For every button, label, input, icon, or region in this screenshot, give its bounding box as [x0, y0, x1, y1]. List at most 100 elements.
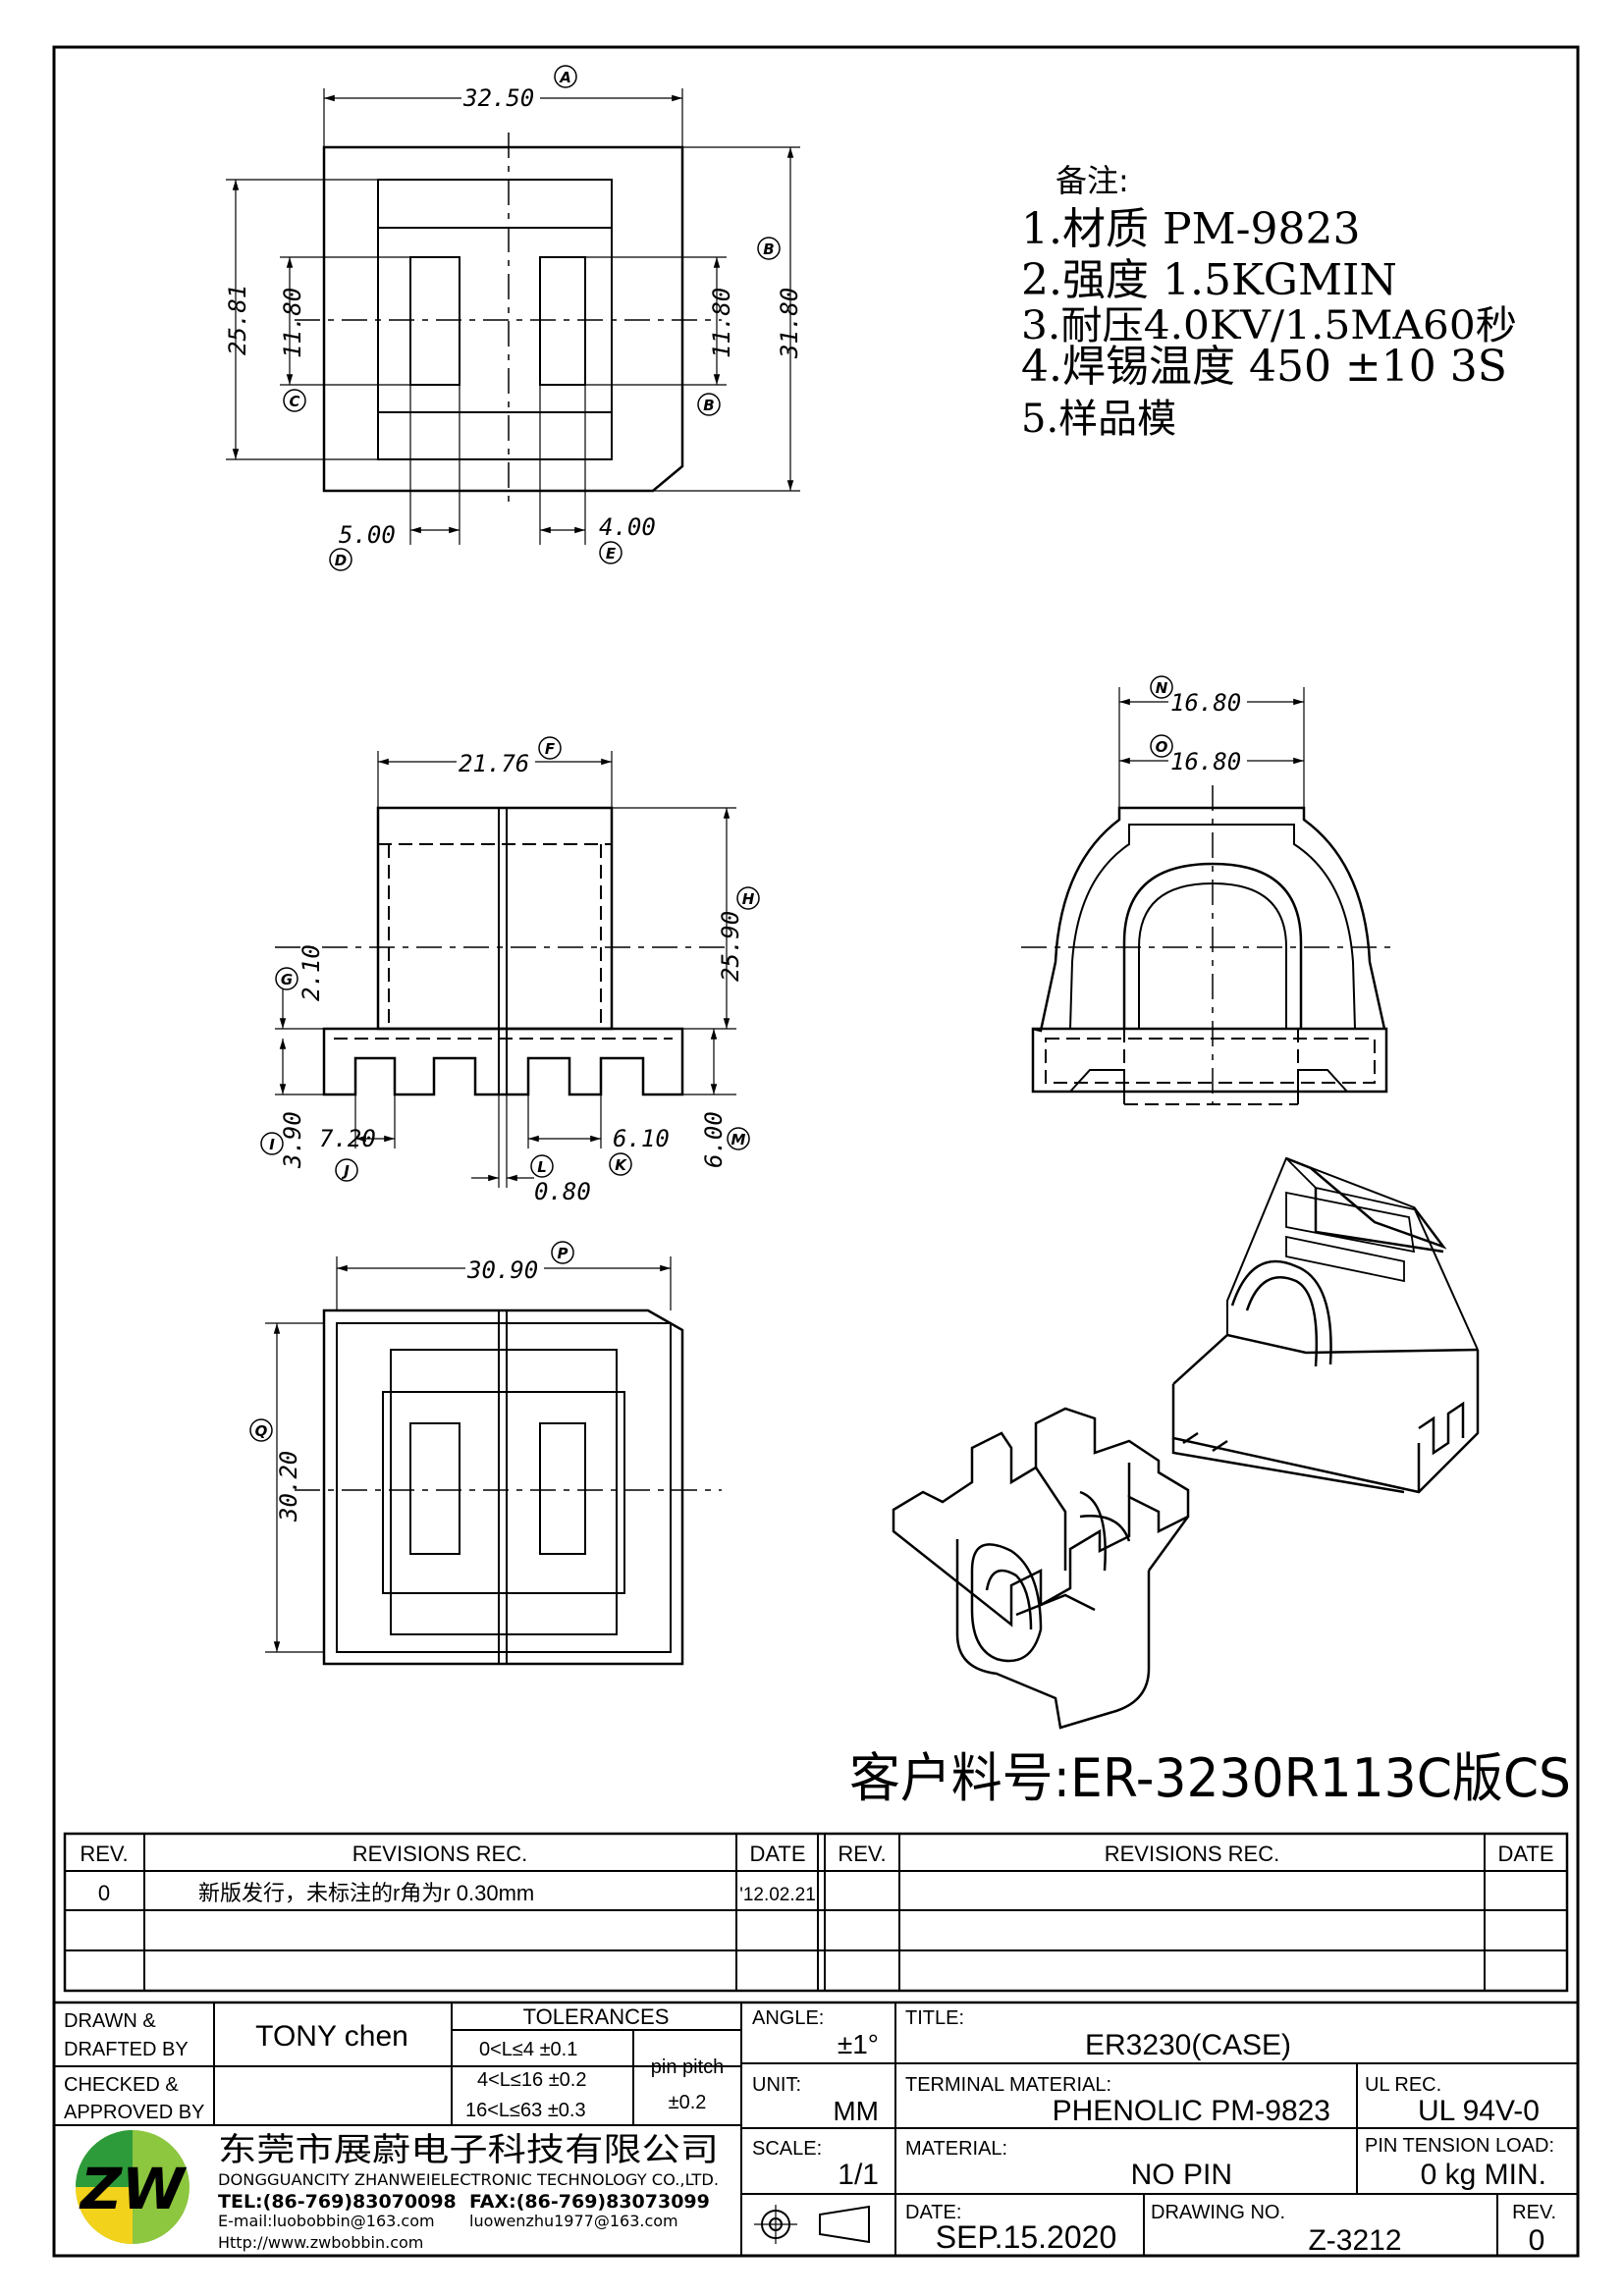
top-view-labels: 32.50 A 25.81 11.80 C 11.80 B 31.80 B 5.… [224, 65, 803, 571]
notes-header: 备注: [1056, 162, 1129, 199]
note-5: 5.样品模 [1021, 397, 1176, 442]
isometric-view-upper [1171, 1156, 1480, 1494]
dim-Q: 30.20 [275, 1451, 302, 1522]
date-header-right: DATE [1497, 1842, 1553, 1866]
balloon-G: G [281, 971, 293, 988]
date-header-left: DATE [749, 1842, 805, 1866]
ul-rec-value: UL 94V-0 [1418, 2095, 1540, 2127]
ul-rec-label: UL REC. [1365, 2074, 1441, 2096]
company-email2: luowenzhu1977@163.com [469, 2212, 678, 2230]
part-number: 客户料号:ER-3230R113C版CS [849, 1747, 1571, 1809]
drawn-label-1: DRAWN & [64, 2010, 156, 2032]
scale-label: SCALE: [752, 2138, 822, 2160]
balloon-K: K [615, 1156, 627, 1174]
balloon-N: N [1156, 679, 1168, 697]
dim-J: 7.20 [319, 1125, 376, 1152]
note-1: 1.材质 PM-9823 [1021, 204, 1360, 254]
balloon-B-small: B [703, 397, 714, 414]
balloon-E: E [606, 545, 617, 562]
balloon-J: J [341, 1162, 350, 1180]
bottom-view [265, 1256, 722, 1666]
note-3: 3.耐压4.0KV/1.5MA60秒 [1021, 303, 1517, 348]
notes-block: 备注: 1.材质 PM-9823 2.强度 1.5KGMIN 3.耐压4.0KV… [1021, 162, 1517, 442]
balloon-D: D [335, 552, 347, 569]
dim-P: 30.90 [466, 1256, 538, 1284]
balloon-H: H [742, 890, 755, 908]
isometric-view-lower [892, 1407, 1190, 1730]
company-name-en: DONGGUANCITY ZHANWEIELECTRONIC TECHNOLOG… [218, 2170, 719, 2189]
terminal-material-label: TERMINAL MATERIAL: [905, 2074, 1111, 2096]
pin-pitch-value: ±0.2 [669, 2092, 707, 2113]
checked-label-1: CHECKED & [64, 2074, 179, 2096]
company-name-cn: 东莞市展蔚电子科技有限公司 [218, 2130, 719, 2168]
company-web: Http://www.zwbobbin.com [218, 2233, 423, 2252]
rev-header-left: REV. [80, 1842, 128, 1866]
rev-header-right: REV. [838, 1842, 886, 1866]
title-label: TITLE: [905, 2007, 964, 2029]
tol-row-3: 16<L≤63 ±0.3 [465, 2100, 586, 2121]
front-view [275, 751, 736, 1188]
tolerances-label: TOLERANCES [523, 2004, 670, 2029]
drawing-no-value: Z-3212 [1308, 2224, 1401, 2257]
pin-pitch-label: pin pitch [651, 2056, 725, 2078]
rev-value: 0 [1529, 2224, 1545, 2257]
dim-G: 2.10 [298, 944, 325, 1001]
date-value: SEP.15.2020 [936, 2219, 1116, 2255]
title-value: ER3230(CASE) [1085, 2029, 1291, 2061]
balloon-Q: Q [255, 1422, 268, 1440]
material-label: MATERIAL: [905, 2138, 1007, 2160]
checked-label-2: APPROVED BY [64, 2102, 204, 2123]
balloon-A: A [559, 69, 571, 86]
rev-row-0-rev: 0 [98, 1881, 110, 1905]
pin-tension-value: 0 kg MIN. [1421, 2159, 1546, 2191]
rev-row-0-date: '12.02.21 [739, 1885, 816, 1905]
bottom-view-labels: 30.90 P 30.20 Q [249, 1241, 574, 1522]
dim-O: 16.80 [1170, 748, 1241, 775]
balloon-L: L [537, 1158, 547, 1176]
balloon-C: C [289, 393, 299, 410]
drawn-label-2: DRAFTED BY [64, 2039, 189, 2060]
front-view-labels: 21.76 F 25.90 H 2.10 G 3.90 I 7.20 J 6.1… [260, 736, 760, 1205]
balloon-F: F [545, 740, 556, 758]
dim-A: 32.50 [462, 84, 534, 112]
note-2: 2.强度 1.5KGMIN [1021, 255, 1397, 305]
drawing-no-label: DRAWING NO. [1151, 2202, 1285, 2223]
rec-header-right: REVISIONS REC. [1105, 1842, 1279, 1866]
material-value: NO PIN [1131, 2159, 1232, 2191]
company-email: E-mail:luobobbin@163.com [218, 2212, 435, 2230]
dim-H: 25.90 [717, 911, 744, 982]
unit-label: UNIT: [752, 2074, 801, 2096]
dim-I: 3.90 [279, 1111, 306, 1169]
note-4: 4.焊锡温度 450 ±10 3S [1021, 342, 1507, 392]
dim-B-small: 11.80 [708, 288, 735, 358]
angle-label: ANGLE: [752, 2007, 824, 2029]
dim-N: 16.80 [1170, 689, 1241, 717]
dim-E: 4.00 [599, 513, 656, 541]
pin-tension-label: PIN TENSION LOAD: [1365, 2135, 1554, 2157]
title-block-text: DRAWN & DRAFTED BY TONY chen CHECKED & A… [64, 2004, 1556, 2257]
date-label: DATE: [905, 2202, 961, 2223]
scale-value: 1/1 [838, 2159, 879, 2191]
balloon-O: O [1156, 738, 1168, 756]
balloon-M: M [731, 1131, 746, 1148]
dim-H-top: 25.81 [224, 285, 251, 355]
company-tel: TEL:(86-769)83070098 [218, 2191, 457, 2213]
terminal-material-value: PHENOLIC PM-9823 [1053, 2095, 1330, 2127]
side-view [1021, 687, 1394, 1105]
company-fax: FAX:(86-769)83073099 [469, 2191, 710, 2213]
rev-row-0-rec: 新版发行，未标注的r角为r 0.30mm [198, 1881, 534, 1905]
dim-C: 11.80 [279, 288, 306, 358]
dim-L: 0.80 [534, 1178, 591, 1205]
revisions-headers: REV. REVISIONS REC. DATE REV. REVISIONS … [80, 1842, 1553, 1905]
tol-row-1: 0<L≤4 ±0.1 [479, 2039, 577, 2060]
dim-F: 21.76 [459, 750, 529, 777]
top-view [226, 88, 800, 545]
dim-D: 5.00 [339, 521, 396, 549]
tol-row-2: 4<L≤16 ±0.2 [477, 2069, 586, 2091]
angle-value: ±1° [838, 2029, 879, 2059]
revisions-table [63, 1832, 1569, 1993]
dim-K: 6.10 [613, 1125, 670, 1152]
rev-label: REV. [1512, 2202, 1556, 2223]
rec-header-left: REVISIONS REC. [352, 1842, 527, 1866]
